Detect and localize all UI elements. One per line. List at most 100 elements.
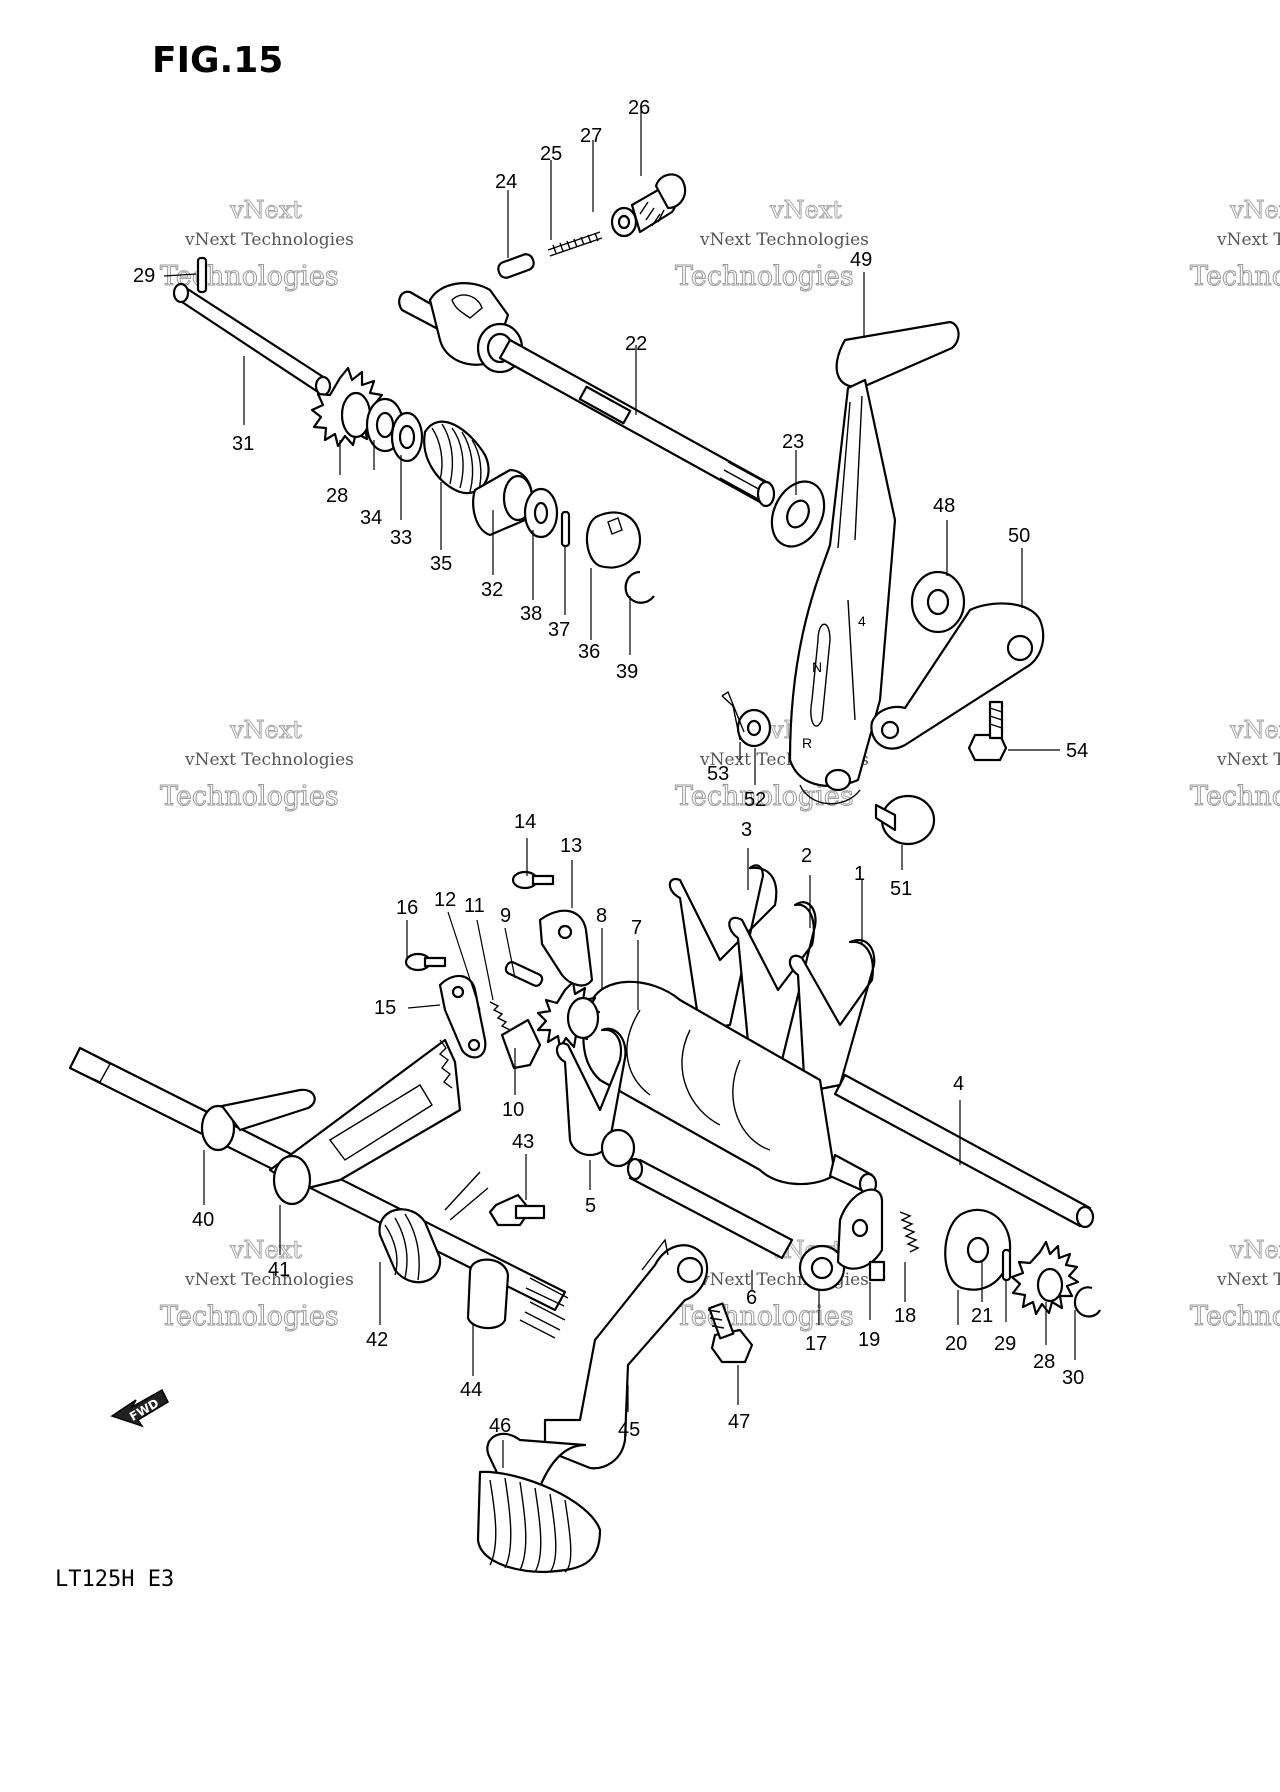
part-3-fork [668, 864, 778, 1032]
part-4-fork-shaft [833, 1073, 1095, 1229]
watermark-top-mid: vNext vNext Technologies Technologies [675, 196, 869, 293]
callout-30: 30 [1062, 1367, 1084, 1389]
callout-11: 11 [464, 895, 485, 917]
callout-32: 32 [481, 579, 503, 601]
svg-text:vNext: vNext [769, 196, 842, 224]
callout-labels: 1 2 3 4 5 6 7 8 9 10 11 12 13 14 15 16 1… [133, 97, 1088, 1441]
svg-text:R: R [802, 735, 812, 751]
callout-16: 16 [396, 897, 418, 919]
part-28-sprocket-bottom [1010, 1240, 1080, 1316]
callout-3: 3 [741, 819, 752, 841]
callout-25: 25 [540, 143, 562, 165]
callout-43: 43 [512, 1131, 534, 1153]
callout-12: 12 [434, 889, 456, 911]
part-13-plate [538, 909, 594, 987]
callout-29-b: 29 [994, 1333, 1016, 1355]
callout-27: 27 [580, 125, 602, 147]
part-48-collar [910, 570, 966, 634]
callout-24: 24 [495, 171, 517, 193]
callout-23: 23 [782, 431, 804, 453]
watermark-low-right: vNext vNext Technologies Technologies [1190, 1236, 1280, 1333]
callout-52: 52 [744, 789, 766, 811]
callout-22: 22 [625, 333, 647, 355]
svg-text:Technologies: Technologies [675, 1301, 854, 1332]
part-49-gearshift-lever: N 4 R [788, 320, 960, 805]
callout-36: 36 [578, 641, 600, 663]
part-31-shaft [172, 282, 332, 397]
svg-text:vNext Technologies: vNext Technologies [699, 230, 869, 250]
callout-35: 35 [430, 553, 452, 575]
callout-10: 10 [502, 1099, 524, 1121]
callout-37: 37 [548, 619, 570, 641]
part-17-roller [798, 1244, 846, 1292]
svg-text:vNext Technologies: vNext Technologies [1216, 750, 1280, 770]
callout-26: 26 [628, 97, 650, 119]
svg-text:4: 4 [858, 613, 866, 629]
fwd-arrow-icon: FWD [110, 1388, 169, 1428]
svg-text:vNext Technologies: vNext Technologies [184, 1270, 354, 1290]
callout-4: 4 [953, 1073, 964, 1095]
callout-44: 44 [460, 1379, 482, 1401]
callout-50: 50 [1008, 525, 1030, 547]
part-47-bolt [707, 1302, 754, 1364]
part-46-shift-pedal [476, 1432, 602, 1574]
part-51-pin [874, 794, 936, 846]
svg-text:Technologies: Technologies [160, 261, 339, 292]
callout-13: 13 [560, 835, 582, 857]
part-16-screw [404, 952, 447, 972]
part-24-pin [497, 253, 535, 279]
part-29-pin-bottom [1001, 1248, 1012, 1282]
part-25-bolt [547, 231, 603, 257]
part-26-bolt [630, 173, 687, 234]
part-30-clip [1073, 1286, 1101, 1318]
callout-7: 7 [631, 917, 642, 939]
part-5-fork [555, 1027, 636, 1168]
part-33-washer [390, 411, 424, 463]
model-code: LT125H E3 [55, 1567, 174, 1592]
part-39-clip [624, 570, 655, 604]
part-10-stopper [500, 1018, 542, 1070]
part-43-bolt [488, 1193, 546, 1227]
callout-38: 38 [520, 603, 542, 625]
svg-text:vNext: vNext [1229, 1236, 1280, 1264]
watermark-top-left: vNext vNext Technologies Technologies [160, 196, 354, 293]
callout-6: 6 [746, 1287, 757, 1309]
watermark-top-right: vNext vNext Technologies Technologies [1190, 196, 1280, 293]
callout-40: 40 [192, 1209, 214, 1231]
callout-42: 42 [366, 1329, 388, 1351]
part-9-pin [504, 961, 544, 987]
svg-text:vNext: vNext [229, 1236, 302, 1264]
part-54-bolt [967, 700, 1008, 762]
part-17-plate [836, 1188, 884, 1270]
callout-53: 53 [707, 763, 729, 785]
callout-15: 15 [374, 997, 396, 1019]
part-38-washer [523, 487, 559, 539]
part-44-collar [466, 1258, 510, 1330]
part-18-spring [899, 1211, 920, 1253]
svg-text:vNext: vNext [229, 196, 302, 224]
callout-28-b: 28 [1033, 1351, 1055, 1373]
callout-17: 17 [805, 1333, 827, 1355]
svg-text:vNext Technologies: vNext Technologies [184, 230, 354, 250]
callout-33: 33 [390, 527, 412, 549]
part-41-spring-end [444, 1171, 489, 1221]
part-2-fork [728, 901, 817, 1064]
callout-21: 21 [971, 1305, 993, 1327]
callout-34: 34 [360, 507, 382, 529]
svg-text:vNext Technologies: vNext Technologies [184, 750, 354, 770]
svg-text:Technologies: Technologies [675, 261, 854, 292]
part-23-washer [770, 480, 826, 548]
callout-20: 20 [945, 1333, 967, 1355]
part-7-gearshift-cam [582, 980, 878, 1196]
watermark-low-left: vNext vNext Technologies Technologies [160, 1236, 354, 1333]
callout-28: 28 [326, 485, 348, 507]
callout-1: 1 [854, 863, 865, 885]
callout-54: 54 [1066, 740, 1088, 762]
part-27-washer [610, 206, 638, 238]
callout-8: 8 [596, 905, 607, 927]
part-6-fork-shaft [626, 1157, 794, 1260]
svg-text:Technologies: Technologies [1190, 1301, 1280, 1332]
part-14-screw [511, 870, 555, 890]
part-1-fork [788, 939, 876, 1094]
